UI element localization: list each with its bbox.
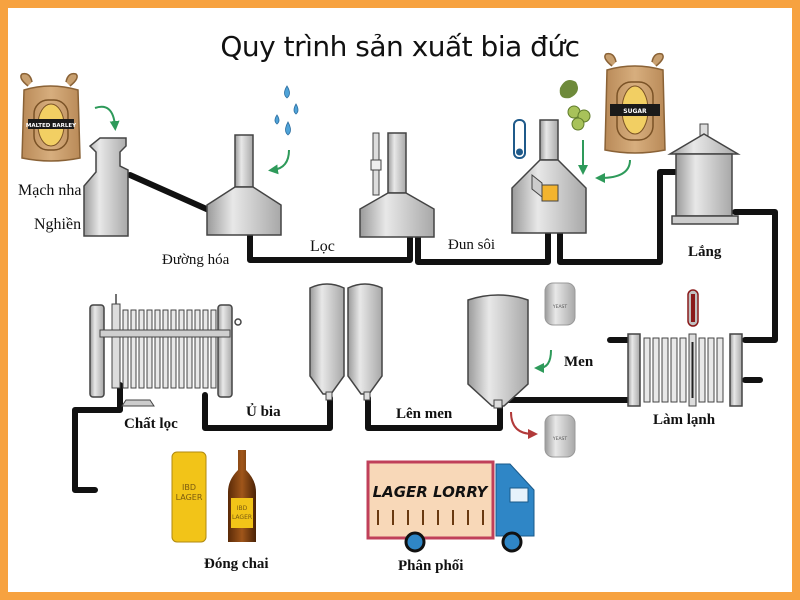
arrow-icon <box>534 349 552 373</box>
label-chat-loc: Chất lọc <box>124 416 178 432</box>
svg-text:SUGAR: SUGAR <box>623 108 647 115</box>
hops-icon <box>559 80 591 131</box>
yeast-jar-icon: YEAST <box>544 414 576 458</box>
page-title: Quy trình sản xuất bia đức <box>220 30 580 63</box>
svg-text:IBD: IBD <box>182 483 196 492</box>
diagram-canvas: Quy trình sản xuất bia đức <box>8 8 792 592</box>
svg-text:LAGER: LAGER <box>176 493 203 502</box>
label-dong-chai: Đóng chai <box>204 556 269 572</box>
arrow-icon <box>595 159 631 183</box>
svg-text:YEAST: YEAST <box>552 436 568 442</box>
label-u-bia: Ủ bia <box>246 404 281 420</box>
mash-tun-icon <box>206 134 282 236</box>
sugar-sack-icon: SUGAR <box>604 52 666 154</box>
pipes <box>72 169 778 493</box>
arrow-icon <box>268 149 290 175</box>
label-loc: Lọc <box>310 238 335 255</box>
arrow-icon <box>510 411 538 439</box>
label-duong-hoa: Đường hóa <box>162 252 230 268</box>
mill-icon <box>83 137 129 237</box>
label-mach-nha: Mạch nha <box>18 182 82 199</box>
lagering-tanks-icon <box>309 283 383 401</box>
water-drops-icon <box>274 85 299 136</box>
label-nghien: Nghiền <box>34 216 82 233</box>
thermometer-icon <box>513 119 526 159</box>
svg-text:YEAST: YEAST <box>552 304 568 310</box>
svg-text:LAGER: LAGER <box>232 514 252 521</box>
whirlpool-tank-icon <box>667 123 741 225</box>
malt-sack-icon: MALTED BARLEY <box>20 72 81 162</box>
arrow-icon <box>94 105 120 131</box>
svg-text:MALTED BARLEY: MALTED BARLEY <box>26 123 77 129</box>
thermometer-red-icon <box>687 289 699 327</box>
yeast-jar-icon: YEAST <box>544 282 576 326</box>
svg-text:LAGER LORRY: LAGER LORRY <box>373 483 490 501</box>
label-lang: Lắng <box>688 244 722 260</box>
label-phan-phoi: Phân phối <box>398 558 464 574</box>
label-dun-soi: Đun sôi <box>448 237 496 253</box>
beer-bottle-icon: IBD LAGER <box>228 450 256 542</box>
label-lam-lanh: Làm lạnh <box>653 412 716 428</box>
label-men: Men <box>564 354 594 370</box>
fermenter-icon <box>467 294 529 409</box>
boil-kettle-icon <box>511 119 587 234</box>
label-len-men: Lên men <box>396 406 453 422</box>
delivery-truck-icon: LAGER LORRY <box>366 460 535 553</box>
heat-exchanger-icon <box>627 333 743 407</box>
beer-can-icon: IBD LAGER <box>171 451 207 543</box>
svg-text:IBD: IBD <box>237 505 248 512</box>
lauter-tun-icon <box>359 132 435 238</box>
filter-press-icon <box>89 294 242 407</box>
